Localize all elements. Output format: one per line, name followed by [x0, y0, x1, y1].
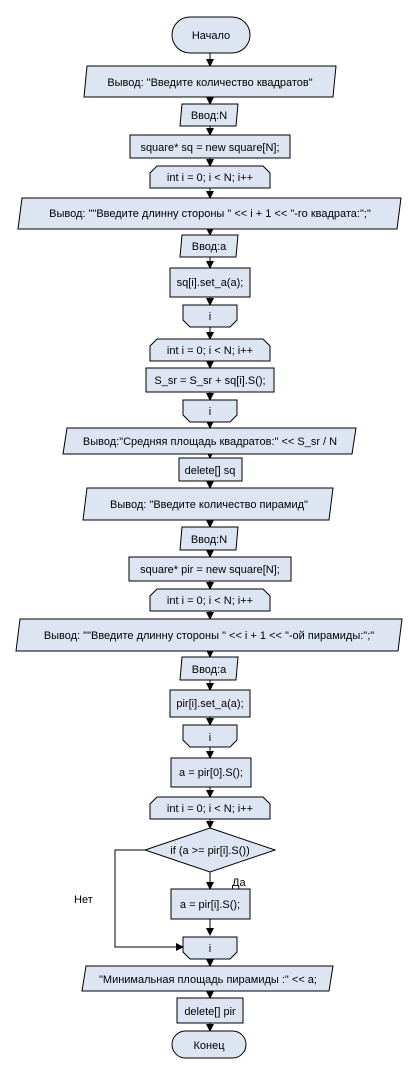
input-n-2-label: Ввод:N: [191, 534, 227, 546]
no-label: Нет: [74, 894, 93, 906]
alloc-pyramids-label: square* pir = new square[N];: [140, 564, 280, 576]
delete-pir: delete[] pir: [176, 997, 244, 1024]
loop3-header-label: int i = 0; i < N; i++: [167, 595, 253, 607]
output-side-square: Вывод: ""Введите длинну стороны " << i +…: [17, 197, 402, 230]
input-a-2-label: Ввод:a: [192, 664, 227, 676]
output-min-area: "Минимальная площадь пирамиды :" << a;: [81, 965, 334, 992]
output-side-pyramid: Вывод: ""Введите длинну стороны " << i +…: [15, 618, 403, 652]
alloc-pyramids: square* pir = new square[N];: [128, 556, 292, 582]
init-min: a = pir[0].S();: [170, 757, 252, 788]
loop3-header: int i = 0; i < N; i++: [149, 588, 271, 612]
input-n-2: Ввод:N: [179, 526, 239, 551]
loop4-end-label: i: [209, 943, 211, 955]
delete-sq-label: delete[] sq: [185, 465, 236, 477]
input-a-2: Ввод:a: [179, 656, 239, 681]
output-count-squares: Вывод: "Введите количество квадратов": [83, 65, 337, 98]
set-a-square-label: sq[i].set_a(a);: [177, 277, 244, 289]
output-count-pyramids: Вывод: "Введите количество пирамид": [82, 487, 334, 521]
condition-label: if (a >= pir[i].S()): [170, 845, 249, 857]
loop2-end: i: [182, 399, 238, 423]
loop2-header: int i = 0; i < N; i++: [149, 338, 271, 362]
loop1-header: int i = 0; i < N; i++: [149, 165, 271, 189]
input-n-1: Ввод:N: [179, 103, 239, 127]
output-count-squares-label: Вывод: "Введите количество квадратов": [107, 77, 312, 89]
condition-decision: if (a >= pir[i].S()): [143, 827, 277, 873]
loop3-end-label: i: [209, 732, 211, 744]
sum-area: S_sr = S_sr + sq[i].S();: [145, 367, 275, 393]
sum-area-label: S_sr = S_sr + sq[i].S();: [154, 375, 265, 387]
output-side-square-label: Вывод: ""Введите длинну стороны " << i +…: [49, 208, 371, 220]
output-count-pyramids-label: Вывод: "Введите количество пирамид": [110, 499, 308, 511]
yes-label: Да: [232, 877, 246, 889]
loop4-header: int i = 0; i < N; i++: [149, 796, 271, 820]
loop2-header-label: int i = 0; i < N; i++: [167, 345, 253, 357]
delete-sq: delete[] sq: [178, 457, 243, 482]
alloc-squares-label: square* sq = new square[N];: [140, 142, 279, 154]
start-terminator: Начало: [171, 16, 251, 54]
alloc-squares: square* sq = new square[N];: [129, 134, 291, 159]
end-label: Конец: [193, 1040, 225, 1052]
input-a-1-label: Ввод:a: [192, 241, 227, 253]
output-avg-area: Вывод:"Средняя площадь квадратов:" << S_…: [62, 427, 357, 455]
start-label: Начало: [192, 30, 230, 42]
loop1-header-label: int i = 0; i < N; i++: [167, 172, 253, 184]
set-a-pyramid: pir[i].set_a(a);: [169, 689, 251, 718]
loop1-end-label: i: [209, 311, 211, 323]
output-min-area-label: "Минимальная площадь пирамиды :" << a;: [99, 974, 317, 986]
assign-min: a = pir[i].S();: [170, 888, 251, 920]
output-side-pyramid-label: Вывод: ""Введите длинну стороны " << i +…: [44, 630, 374, 642]
set-a-pyramid-label: pir[i].set_a(a);: [176, 698, 243, 710]
loop3-end: i: [182, 724, 238, 748]
loop4-header-label: int i = 0; i < N; i++: [167, 803, 253, 815]
loop4-end: i: [182, 936, 238, 960]
delete-pir-label: delete[] pir: [184, 1006, 236, 1018]
init-min-label: a = pir[0].S();: [179, 767, 243, 779]
assign-min-label: a = pir[i].S();: [180, 899, 240, 911]
end-terminator: Конец: [171, 1030, 247, 1059]
input-a-1: Ввод:a: [179, 234, 239, 258]
loop1-end: i: [182, 304, 238, 328]
connectors: [114, 53, 214, 1032]
input-n-1-label: Ввод:N: [191, 110, 227, 122]
set-a-square: sq[i].set_a(a);: [169, 267, 251, 298]
output-avg-area-label: Вывод:"Средняя площадь квадратов:" << S_…: [83, 436, 337, 448]
loop2-end-label: i: [209, 406, 211, 418]
